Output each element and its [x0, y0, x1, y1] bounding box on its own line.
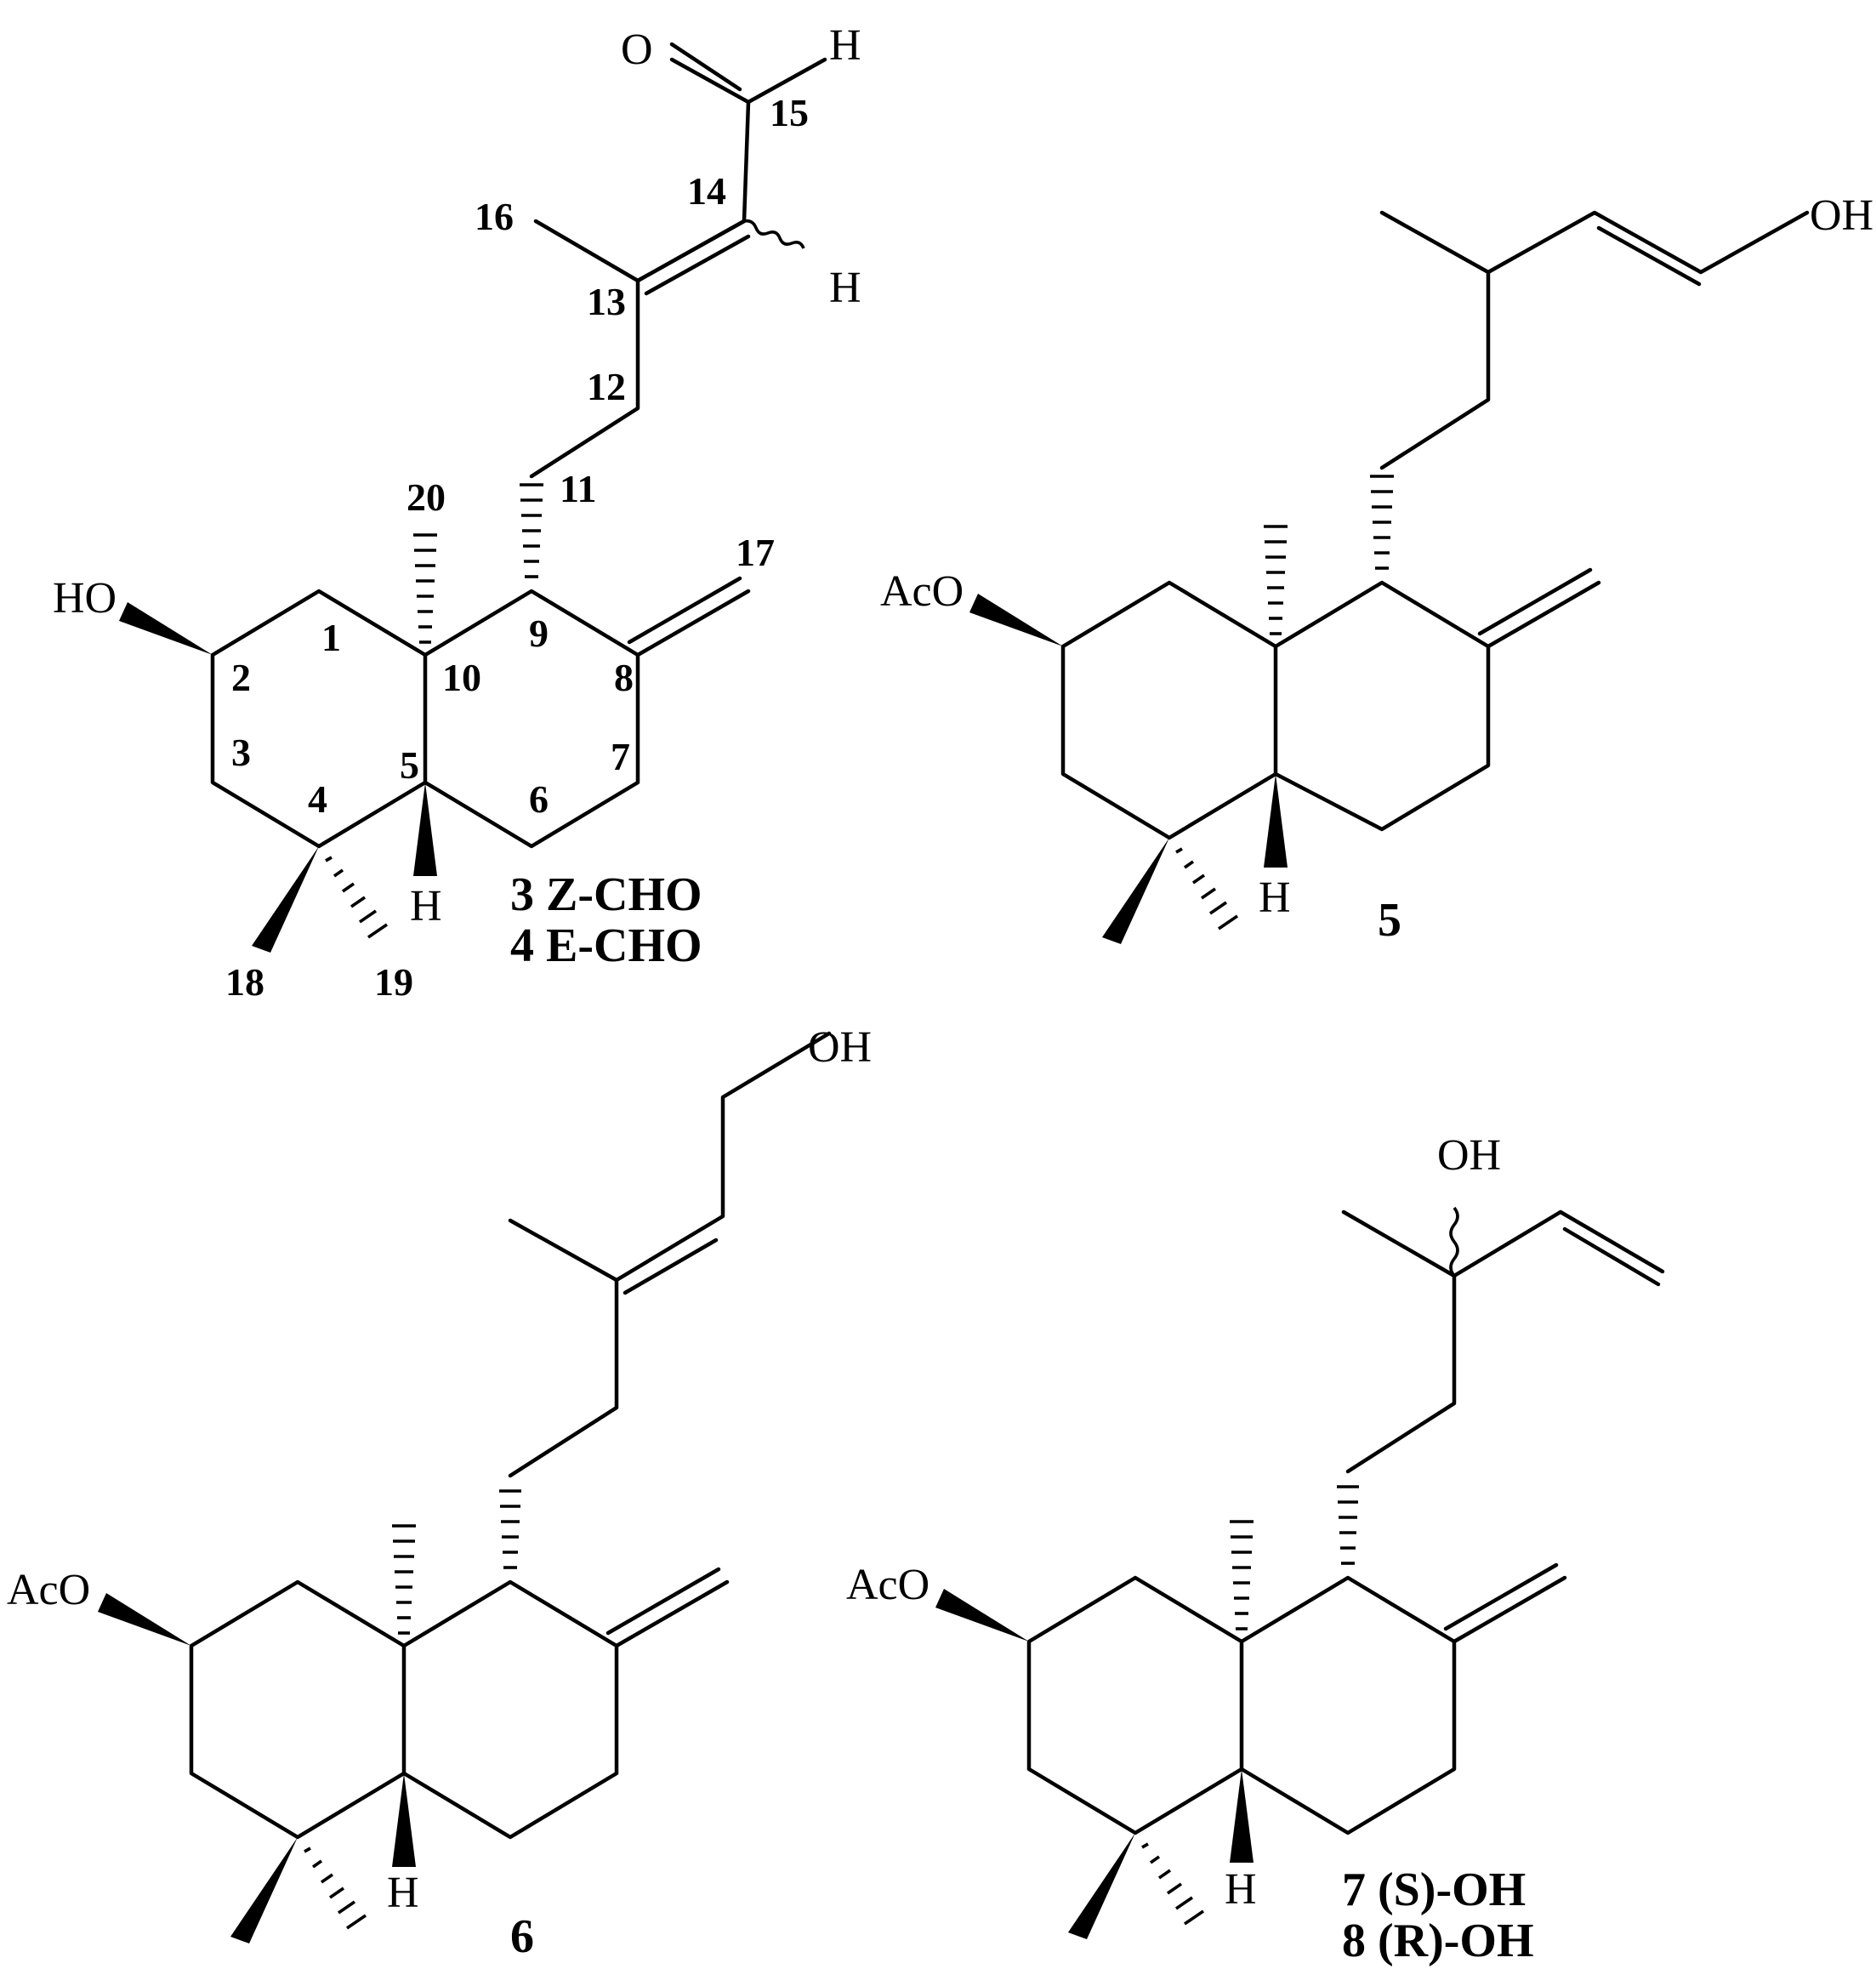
locant-17: 17 — [736, 531, 775, 574]
aldehyde-oxygen: O — [621, 26, 653, 74]
wedge-bond-c2 — [119, 602, 213, 655]
locant-19: 19 — [374, 960, 413, 1004]
hash-bond-c10 — [413, 533, 437, 644]
acetoxy-label: AcO — [846, 1561, 929, 1609]
hydroxyl-label: HO — [53, 574, 117, 623]
locant-18: 18 — [225, 960, 264, 1004]
locant-10: 10 — [442, 656, 481, 699]
locant-14: 14 — [687, 169, 726, 213]
hash-bond-c4 — [325, 856, 389, 939]
ring-hydrogen: H — [1225, 1865, 1257, 1914]
locant-16: 16 — [475, 195, 514, 238]
locant-6: 6 — [529, 777, 549, 821]
locant-7: 7 — [611, 735, 630, 778]
compound-label-5: 5 — [1378, 894, 1401, 947]
aldehyde-hydrogen: H — [829, 21, 861, 70]
wavy-bond — [743, 219, 805, 249]
locant-20: 20 — [406, 475, 446, 519]
wedge-bond-c4 — [252, 846, 319, 953]
hydroxyl-label: OH — [808, 1023, 872, 1072]
vinyl-hydrogen: H — [829, 264, 861, 312]
ring-hydrogen: H — [387, 1869, 419, 1917]
structure-3-4: HO O H H H 1 2 3 4 5 6 7 8 9 10 11 12 13… — [53, 21, 861, 1004]
locant-4: 4 — [308, 777, 327, 821]
ring-hydrogen: H — [410, 882, 442, 930]
compound-label-4: 4 E-CHO — [510, 919, 702, 972]
hydroxyl-label: OH — [1810, 191, 1873, 240]
structure-5: AcO OH H 5 — [880, 191, 1873, 947]
locant-8: 8 — [614, 656, 634, 699]
locant-11: 11 — [560, 467, 596, 510]
compound-label-8: 8 (R)-OH — [1342, 1915, 1534, 1967]
locant-2: 2 — [231, 656, 251, 699]
compound-label-7: 7 (S)-OH — [1342, 1864, 1526, 1916]
wedge-bond-c5 — [413, 782, 437, 876]
locant-13: 13 — [587, 280, 626, 323]
hash-bond-c9 — [520, 483, 543, 578]
locant-3: 3 — [231, 731, 251, 774]
compound-label-3: 3 Z-CHO — [510, 868, 702, 921]
acetoxy-label: AcO — [880, 567, 964, 616]
locant-15: 15 — [770, 91, 809, 134]
acetoxy-label: AcO — [7, 1566, 90, 1614]
ring-hydrogen: H — [1259, 873, 1291, 922]
locant-1: 1 — [321, 616, 341, 659]
hydroxyl-label: OH — [1437, 1131, 1501, 1180]
structure-6: AcO OH H 6 — [7, 1023, 872, 1963]
locant-9: 9 — [529, 612, 549, 655]
ring-b-bonds — [423, 589, 640, 849]
locant-5: 5 — [400, 743, 419, 787]
exo-methylene — [635, 589, 751, 657]
compound-label-6: 6 — [510, 1910, 534, 1963]
structure-7-8: AcO OH H 7 (S)-OH 8 (R)-OH — [846, 1131, 1665, 1967]
locant-12: 12 — [587, 365, 626, 408]
side-chain — [529, 100, 751, 479]
